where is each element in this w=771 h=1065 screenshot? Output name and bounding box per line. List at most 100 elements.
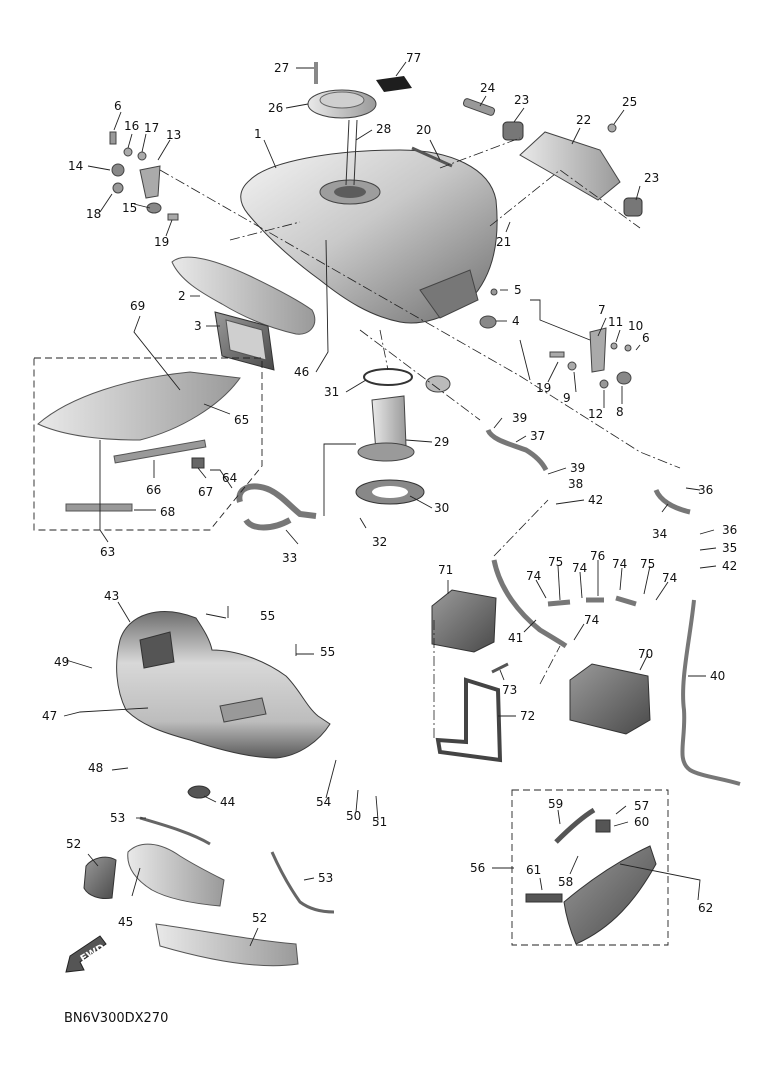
callout-53b: 53 (318, 871, 333, 885)
callout-21: 21 (496, 235, 511, 249)
callout-57: 57 (634, 799, 649, 813)
callout-76: 76 (590, 549, 605, 563)
callout-52b: 52 (252, 911, 267, 925)
callout-41: 41 (508, 631, 523, 645)
damper-8 (616, 371, 632, 385)
callout-25: 25 (622, 95, 637, 109)
callout-33: 33 (282, 551, 297, 565)
callout-20: 20 (416, 123, 431, 137)
callout-53a: 53 (110, 811, 125, 825)
parts-layer (37, 62, 741, 973)
fuel-hose-33b (243, 517, 292, 531)
bolt-19 (167, 213, 179, 221)
callout-17: 17 (144, 121, 159, 135)
callout-26: 26 (268, 101, 283, 115)
tank-filler-opening (334, 186, 366, 198)
callout-14: 14 (68, 159, 83, 173)
callout-6b: 6 (642, 331, 650, 345)
callout-32: 32 (372, 535, 387, 549)
washer-10 (624, 344, 632, 352)
cover-63 (37, 371, 241, 441)
panel-45 (127, 843, 225, 907)
callout-66: 66 (146, 483, 161, 497)
callout-34: 34 (652, 527, 667, 541)
trim-59 (554, 807, 596, 844)
callout-3: 3 (194, 319, 202, 333)
callout-1: 1 (254, 127, 262, 141)
callout-55b: 55 (320, 645, 335, 659)
canister-71 (431, 589, 497, 653)
callout-74b: 74 (572, 561, 587, 575)
callout-30: 30 (434, 501, 449, 515)
trim-53b (270, 851, 335, 914)
callout-68: 68 (160, 505, 175, 519)
callout-42b: 42 (722, 559, 737, 573)
leader-lines (63, 61, 717, 947)
caution-plate (376, 76, 412, 92)
callout-7: 7 (598, 303, 606, 317)
bolt-73 (491, 662, 509, 674)
insulator-inner (225, 319, 267, 361)
callout-4: 4 (512, 314, 520, 328)
callout-50: 50 (346, 809, 361, 823)
inset-box-63 (33, 357, 263, 531)
fwd-arrow-icon (65, 935, 107, 973)
bracket-7 (589, 327, 607, 373)
callout-11: 11 (608, 315, 623, 329)
callout-23a: 23 (514, 93, 529, 107)
callout-43: 43 (104, 589, 119, 603)
callout-74c: 74 (612, 557, 627, 571)
trim-53a (139, 816, 211, 846)
callout-19b: 19 (536, 381, 551, 395)
callout-70: 70 (638, 647, 653, 661)
drain-hose-40 (680, 599, 741, 786)
drawing-code: BN6V300DX270 (64, 1011, 168, 1026)
callout-35: 35 (722, 541, 737, 555)
bolt-5 (490, 288, 498, 296)
callout-5: 5 (514, 283, 522, 297)
inset-box-56 (511, 789, 669, 946)
callout-69: 69 (130, 299, 145, 313)
callout-46: 46 (294, 365, 309, 379)
callout-60: 60 (634, 815, 649, 829)
callout-61: 61 (526, 863, 541, 877)
canister-70 (569, 663, 651, 735)
callout-28: 28 (376, 122, 391, 136)
callout-64: 64 (222, 471, 237, 485)
callout-10: 10 (628, 319, 643, 333)
filler-cap-top (319, 91, 365, 109)
breather-hose-34 (653, 488, 691, 515)
fuel-filter (425, 375, 451, 393)
callout-51: 51 (372, 815, 387, 829)
callout-12: 12 (588, 407, 603, 421)
callout-71: 71 (438, 563, 453, 577)
clip-67 (191, 457, 205, 469)
clip-60 (595, 819, 611, 833)
bolt-19b (549, 351, 565, 358)
callout-37: 37 (530, 429, 545, 443)
callout-63: 63 (100, 545, 115, 559)
grommet-14 (111, 163, 125, 177)
callout-54: 54 (316, 795, 331, 809)
callout-29: 29 (434, 435, 449, 449)
rear-bracket (519, 131, 621, 201)
callout-39b: 39 (570, 461, 585, 475)
callout-9: 9 (563, 391, 571, 405)
callout-74e: 74 (584, 613, 599, 627)
grommet-44 (187, 785, 211, 799)
fuel-pump-flange (357, 442, 415, 462)
axis-pump (359, 329, 481, 421)
callout-42a: 42 (588, 493, 603, 507)
bolt-20 (411, 146, 453, 168)
collar-24 (462, 98, 496, 116)
callout-47: 47 (42, 709, 57, 723)
callout-49: 49 (54, 655, 69, 669)
bracket-13 (139, 165, 161, 199)
seal-68 (65, 503, 133, 512)
callout-8: 8 (616, 405, 624, 419)
callout-73: 73 (502, 683, 517, 697)
axis-tank-right (159, 169, 681, 469)
callout-31: 31 (324, 385, 339, 399)
damper-23a (502, 121, 524, 141)
